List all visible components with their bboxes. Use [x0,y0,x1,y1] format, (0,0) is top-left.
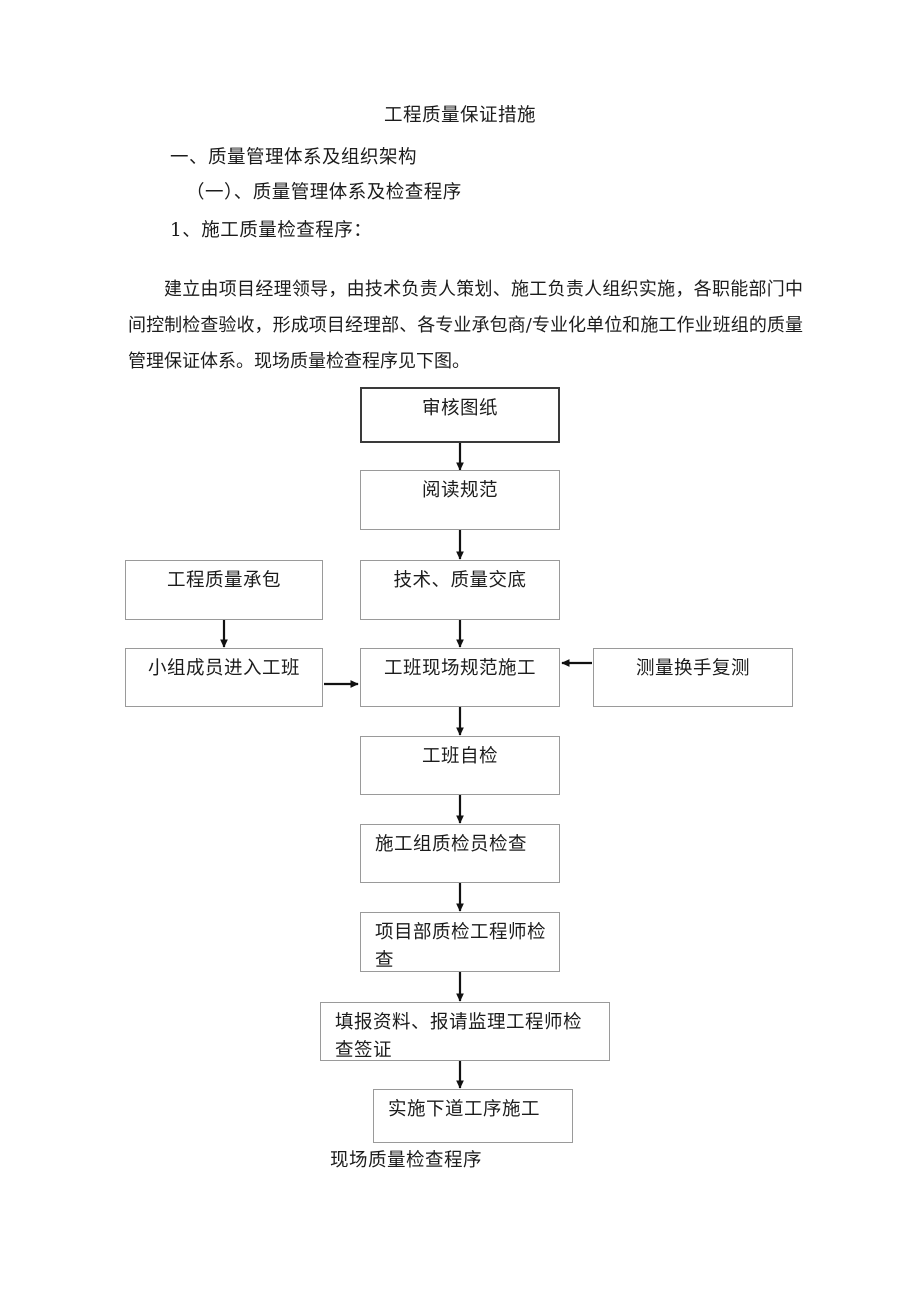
flow-node-next-process-construction[interactable]: 实施下道工序施工 [373,1089,573,1143]
flow-node-label: 小组成员进入工班 [147,658,300,679]
flow-node-team-self-check[interactable]: 工班自检 [360,736,560,795]
flow-node-technical-disclosure[interactable]: 技术、质量交底 [360,560,560,620]
flow-node-read-standards[interactable]: 阅读规范 [360,470,560,530]
flow-node-survey-recheck[interactable]: 测量换手复测 [593,648,793,707]
flow-node-review-drawings[interactable]: 审核图纸 [360,387,560,443]
flow-node-label: 工班自检 [421,746,498,767]
flow-node-label: 工程质量承包 [166,570,281,591]
flow-node-label: 审核图纸 [421,398,498,419]
flow-node-members-enter-team[interactable]: 小组成员进入工班 [125,648,323,707]
heading-subsection-1: （一）、质量管理体系及检查程序 [186,182,462,203]
flow-node-submit-supervisor-approval[interactable]: 填报资料、报请监理工程师检查签证 [320,1002,610,1061]
flow-node-quality-contract[interactable]: 工程质量承包 [125,560,323,620]
flow-node-onsite-standard-construction[interactable]: 工班现场规范施工 [360,648,560,707]
flow-node-project-qc-engineer-check[interactable]: 项目部质检工程师检查 [360,912,560,972]
body-paragraph: 建立由项目经理领导，由技术负责人策划、施工负责人组织实施，各职能部门中间控制检查… [128,279,803,372]
flow-node-label: 阅读规范 [421,480,498,501]
flow-node-label: 施工组质检员检查 [375,834,528,855]
flow-node-label: 工班现场规范施工 [383,658,536,679]
heading-section-1: 一、质量管理体系及组织架构 [170,147,418,168]
heading-item-1: 1、施工质量检查程序： [170,220,373,241]
flow-node-label: 实施下道工序施工 [388,1099,541,1120]
flow-node-label: 项目部质检工程师检查 [375,922,547,971]
flow-node-label: 填报资料、报请监理工程师检查签证 [335,1012,583,1061]
document-title: 工程质量保证措施 [383,105,536,126]
flow-node-label: 技术、质量交底 [393,570,527,591]
flow-node-group-inspector-check[interactable]: 施工组质检员检查 [360,824,560,883]
flow-node-label: 测量换手复测 [635,658,750,679]
flowchart-caption: 现场质量检查程序 [330,1150,483,1171]
